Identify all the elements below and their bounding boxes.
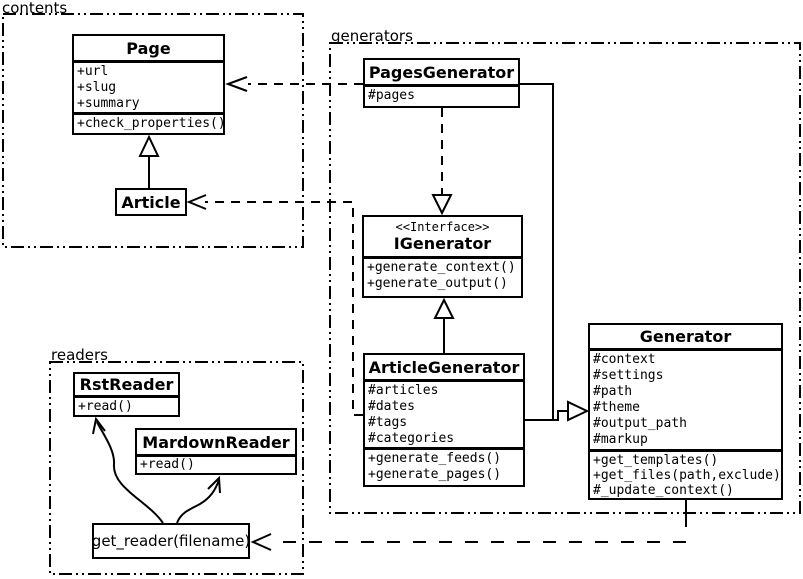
interface-igenerator-title: IGenerator bbox=[393, 234, 492, 253]
class-pagesgenerator: PagesGenerator #pages bbox=[363, 58, 520, 108]
class-articlegenerator-attributes: #articles #dates #tags #categories bbox=[365, 382, 523, 450]
generalization-triangle-generator bbox=[567, 400, 590, 422]
dependency-line-articlegenerator-article bbox=[205, 201, 363, 416]
class-mardownreader-title: MardownReader bbox=[137, 430, 295, 457]
attribute: #pages bbox=[368, 88, 415, 103]
attribute: #theme bbox=[593, 400, 640, 415]
interface-igenerator-header: <<Interface>> IGenerator bbox=[364, 217, 521, 259]
attribute: #categories bbox=[368, 431, 455, 446]
interface-igenerator-methods: +generate_context() +generate_output() bbox=[364, 259, 521, 296]
package-label-contents: contents bbox=[2, 0, 68, 17]
class-generator: Generator #context #settings #path #them… bbox=[588, 323, 783, 500]
method: +read() bbox=[78, 399, 133, 414]
method: +generate_pages() bbox=[368, 467, 502, 482]
package-label-readers: readers bbox=[51, 346, 108, 364]
realization-triangle-igenerator-bottom bbox=[433, 297, 455, 319]
attribute: #markup bbox=[593, 432, 648, 447]
method: +generate_feeds() bbox=[368, 451, 502, 466]
attribute: +slug bbox=[77, 80, 117, 95]
interface-stereotype: <<Interface>> bbox=[395, 220, 490, 234]
method: +read() bbox=[140, 457, 195, 472]
class-rstreader-methods: +read() bbox=[75, 398, 178, 415]
attribute: #path bbox=[593, 384, 633, 399]
class-rstreader: RstReader +read() bbox=[73, 372, 180, 417]
class-mardownreader-methods: +read() bbox=[137, 457, 295, 473]
class-pagesgenerator-title: PagesGenerator bbox=[365, 60, 518, 87]
method: +get_files(path,exclude) bbox=[593, 468, 781, 483]
attribute: #articles bbox=[368, 383, 439, 398]
class-generator-methods: +get_templates() +get_files(path,exclude… bbox=[590, 452, 781, 498]
dependency-arrowhead-article bbox=[186, 194, 207, 210]
attribute: +summary bbox=[77, 96, 140, 111]
method: +get_templates() bbox=[593, 453, 719, 468]
generalization-junction-generator bbox=[553, 410, 568, 421]
package-border-contents bbox=[2, 13, 304, 248]
class-page: Page +url +slug +summary +check_properti… bbox=[72, 34, 225, 135]
class-page-title: Page bbox=[74, 36, 223, 63]
method: +generate_context() bbox=[367, 260, 516, 275]
call-arrowhead-mardownreader bbox=[207, 475, 221, 494]
class-articlegenerator-methods: +generate_feeds() +generate_pages() bbox=[365, 450, 523, 485]
call-curve-getreader-rstreader bbox=[96, 421, 164, 524]
attribute: #tags bbox=[368, 415, 408, 430]
call-arrowhead-rstreader bbox=[92, 416, 106, 435]
class-generator-attributes: #context #settings #path #theme #output_… bbox=[590, 351, 781, 452]
class-articlegenerator: ArticleGenerator #articles #dates #tags … bbox=[363, 353, 525, 487]
method: #_update_context() bbox=[593, 483, 734, 498]
package-label-generators: generators bbox=[331, 27, 413, 45]
attribute: #settings bbox=[593, 368, 664, 383]
class-page-methods: +check_properties() bbox=[74, 115, 223, 133]
dependency-arrowhead-page bbox=[225, 76, 248, 92]
class-page-attributes: +url +slug +summary bbox=[74, 63, 223, 115]
attribute: +url bbox=[77, 64, 109, 79]
realization-triangle-igenerator-top bbox=[431, 194, 453, 216]
call-curve-getreader-mardownreader bbox=[176, 479, 220, 524]
class-rstreader-title: RstReader bbox=[75, 374, 178, 398]
generalization-line-pagesgenerator-generator bbox=[520, 83, 554, 420]
generalization-triangle-article-page bbox=[138, 134, 160, 157]
package-border-generators bbox=[329, 42, 801, 514]
attribute: #context bbox=[593, 352, 656, 367]
class-articlegenerator-title: ArticleGenerator bbox=[365, 355, 523, 382]
attribute: #dates bbox=[368, 399, 415, 414]
class-article: Article bbox=[115, 188, 187, 216]
class-mardownreader: MardownReader +read() bbox=[135, 428, 297, 475]
method: +generate_output() bbox=[367, 276, 508, 291]
function-get-reader: get_reader(filename) bbox=[92, 523, 250, 559]
package-border-readers bbox=[49, 361, 304, 575]
interface-igenerator: <<Interface>> IGenerator +generate_conte… bbox=[362, 215, 523, 298]
class-pagesgenerator-attributes: #pages bbox=[365, 87, 518, 106]
class-generator-title: Generator bbox=[590, 325, 781, 351]
dependency-arrowhead-getreader bbox=[250, 533, 272, 551]
method: +check_properties() bbox=[77, 116, 223, 131]
attribute: #output_path bbox=[593, 416, 687, 431]
